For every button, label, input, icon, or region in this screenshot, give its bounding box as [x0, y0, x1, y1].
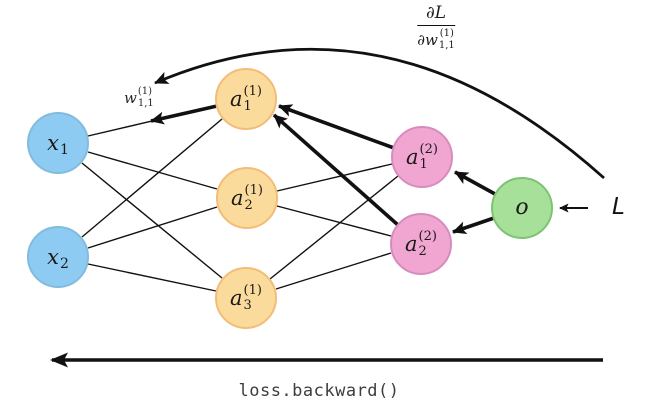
backprop-arrow-a2l2-to-a1l1 [272, 113, 400, 227]
node-output-o: o [491, 177, 553, 239]
weight-label: w(1)1,1 [124, 86, 154, 109]
node-a2-layer2: a(2)2 [390, 213, 452, 275]
backprop-arrow-a1l1-to-w [150, 104, 218, 125]
loss-label: L [612, 194, 625, 220]
node-a3-layer1: a(1)3 [215, 267, 277, 329]
forward-edges [81, 105, 399, 292]
edge-x2-a3 [87, 263, 217, 292]
gradient-denominator: ∂w(1)1,1 [417, 28, 455, 51]
edge-a2-b2 [276, 205, 392, 237]
node-a2-layer1: a(1)2 [216, 167, 278, 229]
edge-x1-a3 [81, 162, 223, 279]
gradient-curve-arrow [154, 47, 605, 180]
gradient-fraction-label: ∂L ∂w(1)1,1 [417, 5, 455, 51]
backprop-arrows [150, 104, 496, 234]
backprop-arrow-o-to-a1l2 [454, 170, 496, 196]
edge-x2-a2 [87, 206, 218, 249]
backprop-arrow-a1l2-to-a1l1 [278, 104, 395, 150]
edge-a3-b1 [269, 175, 399, 280]
loss-backward-code-label: loss.backward() [238, 381, 400, 401]
edge-a2-b1 [276, 163, 393, 192]
node-a1-layer1: a(1)1 [215, 68, 277, 130]
edge-a3-b2 [275, 252, 392, 290]
backprop-arrow-o-to-a2l2 [452, 216, 495, 234]
edge-x2-a1 [81, 118, 223, 238]
gradient-numerator: ∂L [417, 5, 455, 26]
edge-x1-a2 [87, 151, 218, 190]
node-a1-layer2: a(2)1 [391, 126, 453, 188]
